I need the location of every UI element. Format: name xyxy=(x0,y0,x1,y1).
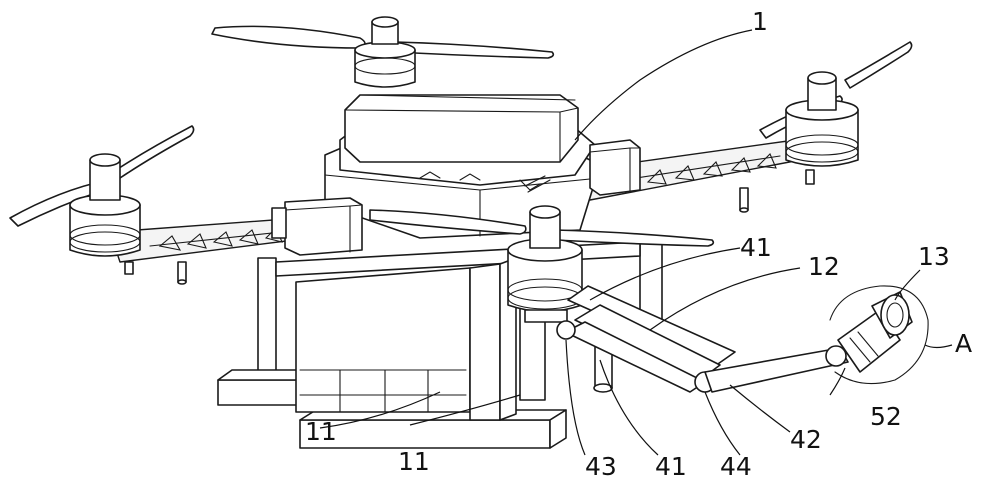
label-link-upper: 41 xyxy=(740,233,772,262)
motor-front xyxy=(369,205,715,323)
label-rod: 42 xyxy=(790,425,822,454)
label-leg-a: 11 xyxy=(305,417,337,446)
spray-arm xyxy=(556,285,929,393)
label-arm: 12 xyxy=(808,252,840,281)
landing-frame xyxy=(217,237,663,449)
label-pivot-b: 44 xyxy=(720,452,752,481)
label-body: 1 xyxy=(752,7,768,36)
label-nozzle: 13 xyxy=(918,242,950,271)
label-link-lower: 41 xyxy=(655,452,687,481)
leader-lines xyxy=(319,29,953,456)
motor-left xyxy=(9,125,195,275)
label-joint: 52 xyxy=(870,402,902,431)
motor-right xyxy=(759,41,913,185)
motor-back xyxy=(211,16,555,88)
label-pivot-a: 43 xyxy=(585,452,617,481)
reference-numerals: 1 41 12 13 A 52 42 44 41 43 11 11 xyxy=(305,7,972,481)
label-leg-b: 11 xyxy=(398,447,430,476)
label-detail: A xyxy=(955,329,972,358)
